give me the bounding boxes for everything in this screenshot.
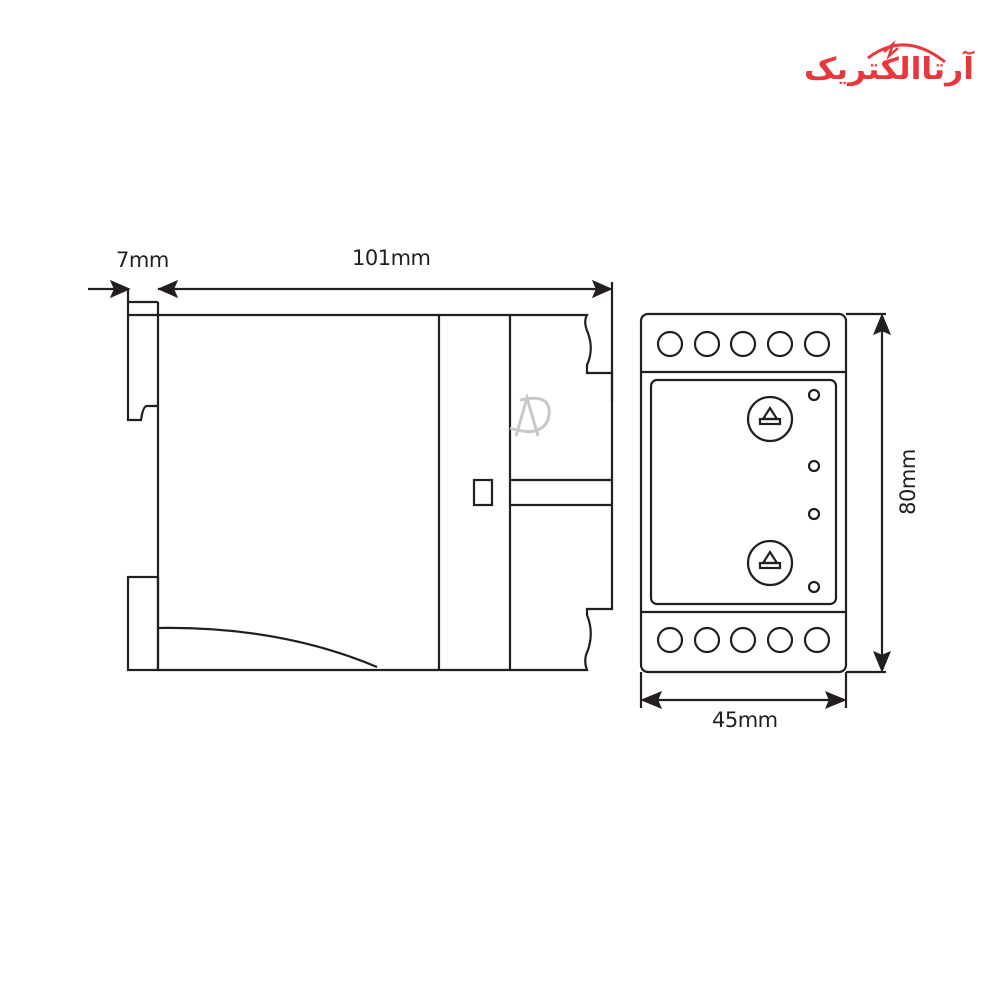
adjust-knob-2 xyxy=(746,539,794,587)
terminal xyxy=(803,330,831,358)
housing-outline xyxy=(156,302,614,672)
terminal xyxy=(729,626,757,654)
indicator-led xyxy=(807,459,821,473)
terminal xyxy=(766,330,794,358)
terminal xyxy=(693,626,721,654)
din-clip-bottom xyxy=(126,575,160,672)
dimension-label-height: 80mm xyxy=(895,449,920,515)
logo-swoosh xyxy=(867,43,946,64)
terminal xyxy=(729,330,757,358)
terminals-top xyxy=(656,330,831,358)
din-clip-top xyxy=(126,300,158,422)
side-view xyxy=(126,300,614,672)
dimension-label-depth: 101mm xyxy=(352,246,431,270)
terminals-bottom xyxy=(656,626,831,654)
dimension-lines-side xyxy=(88,279,614,402)
dimension-label-width: 45mm xyxy=(712,708,778,732)
front-housing xyxy=(639,312,848,674)
dimension-lines-front xyxy=(639,312,892,710)
terminal xyxy=(803,626,831,654)
brand-logo: آرتاالکتریک xyxy=(803,52,975,87)
triangle-icon xyxy=(760,549,780,565)
terminal xyxy=(766,626,794,654)
indicator-led xyxy=(807,580,821,594)
watermark-logo xyxy=(509,392,551,437)
triangle-icon xyxy=(760,405,780,421)
terminal xyxy=(656,626,684,654)
indicator-led xyxy=(807,388,821,402)
dimension-label-clip: 7mm xyxy=(116,248,169,272)
adjust-knob-1 xyxy=(746,395,794,443)
front-cover-curve xyxy=(157,626,378,669)
front-panel xyxy=(649,378,838,606)
logo-bolt-icon xyxy=(883,39,899,61)
indicator-led xyxy=(807,507,821,521)
terminal xyxy=(656,330,684,358)
front-view xyxy=(639,312,848,674)
terminal xyxy=(693,330,721,358)
latch-window xyxy=(472,478,494,507)
